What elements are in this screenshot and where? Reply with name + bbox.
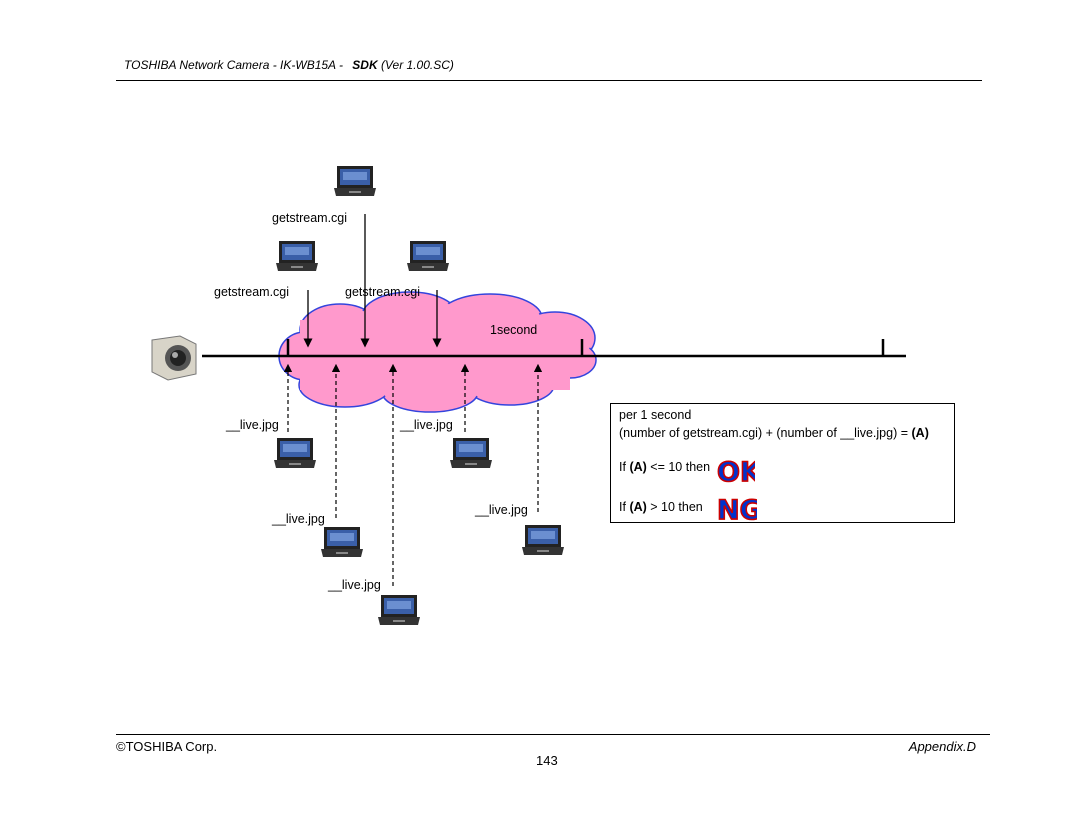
- getstream-label: getstream.cgi: [345, 285, 421, 299]
- condition-formula: (number of getstream.cgi) + (number of _…: [619, 426, 929, 440]
- live-label: __live.jpg: [328, 578, 381, 592]
- ok-var: (A): [629, 460, 647, 474]
- footer-rule: [116, 734, 990, 735]
- formula-text: (number of getstream.cgi) + (number of _…: [619, 426, 909, 440]
- laptop-icon: [378, 595, 420, 625]
- laptop-icon: [334, 166, 376, 196]
- laptop-icon: [321, 527, 363, 557]
- laptop-icon: [522, 525, 564, 555]
- getstream-arrows: [303, 214, 442, 348]
- live-label: __live.jpg: [475, 503, 528, 517]
- camera-icon: [151, 335, 197, 381]
- getstream-label: getstream.cgi: [214, 285, 290, 299]
- laptop-icon: [450, 438, 492, 468]
- getstream-label: getstream.cgi: [272, 211, 348, 225]
- formula-var: (A): [911, 426, 929, 440]
- laptop-icon: [407, 241, 449, 271]
- header-sdk: SDK: [352, 58, 378, 72]
- page-number: 143: [536, 753, 558, 768]
- ok-mid: <= 10 then: [650, 460, 711, 474]
- ok-prefix: If: [619, 460, 626, 474]
- network-cloud: [278, 291, 597, 413]
- footer-copyright: ©TOSHIBA Corp.: [116, 739, 218, 754]
- condition-ng: If (A) > 10 then: [619, 500, 703, 514]
- header-version: (Ver 1.00.SC): [380, 58, 454, 72]
- footer-section: Appendix.D: [908, 739, 976, 754]
- ng-badge-icon: NG: [716, 494, 757, 524]
- live-arrows: [283, 363, 543, 586]
- ok-badge: OK: [717, 457, 755, 486]
- interval-label: 1second: [490, 323, 538, 337]
- ng-mid: > 10 then: [650, 500, 703, 514]
- page-header: TOSHIBA Network Camera - IK-WB15A - SDK …: [124, 58, 454, 72]
- ok-badge-icon: OK: [716, 456, 755, 486]
- condition-ok: If (A) <= 10 then: [619, 460, 710, 474]
- ng-prefix: If: [619, 500, 626, 514]
- laptop-icon: [274, 438, 316, 468]
- condition-title: per 1 second: [619, 408, 692, 422]
- live-label: __live.jpg: [272, 512, 325, 526]
- live-label: __live.jpg: [400, 418, 453, 432]
- ng-var: (A): [629, 500, 647, 514]
- header-rule: [116, 80, 982, 81]
- condition-box: per 1 second (number of getstream.cgi) +…: [610, 403, 955, 524]
- live-label: __live.jpg: [226, 418, 279, 432]
- laptop-icon: [276, 241, 318, 271]
- header-title: TOSHIBA Network Camera - IK-WB15A -: [124, 58, 343, 72]
- ng-badge: NG: [717, 495, 757, 524]
